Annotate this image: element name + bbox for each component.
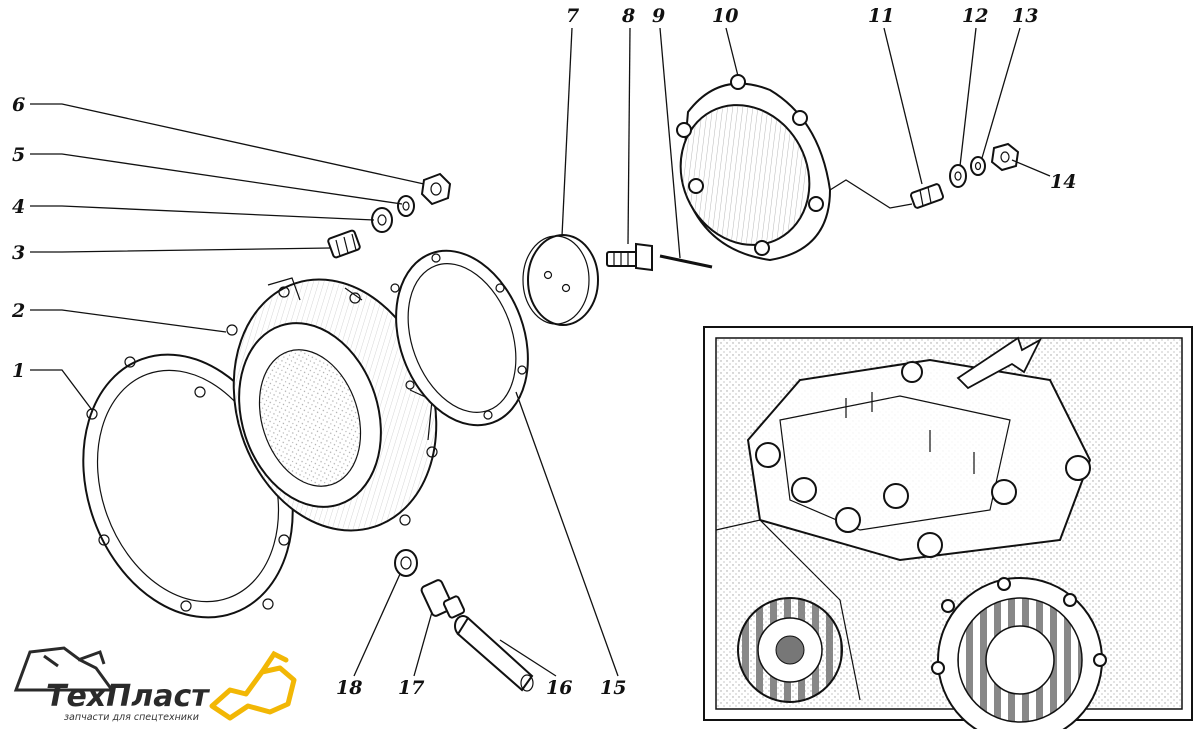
excavator-icon (209, 665, 297, 721)
pipe-part-16 (454, 615, 534, 692)
lock-washer-part-5 (397, 195, 415, 217)
callout-12: 12 (962, 5, 988, 27)
arrow-icon (956, 336, 1043, 390)
housing-part-2 (226, 277, 438, 532)
callout-7: 7 (566, 5, 579, 27)
callout-numbers: 1 2 3 4 5 6 7 8 9 10 11 12 13 14 15 16 1… (11, 5, 1076, 699)
inset-assembly-view (703, 326, 1193, 729)
callout-5: 5 (12, 144, 25, 166)
callout-16: 16 (546, 677, 572, 699)
stud-part-11 (910, 183, 944, 209)
callout-18: 18 (336, 677, 362, 699)
callout-9: 9 (652, 5, 665, 27)
fitting-part-17 (420, 579, 466, 619)
callout-8: 8 (621, 5, 635, 27)
stud-part-3 (327, 229, 361, 259)
callout-14: 14 (1050, 171, 1076, 193)
washer-part-12 (949, 164, 967, 188)
callout-15: 15 (600, 677, 626, 699)
callout-3: 3 (12, 242, 25, 264)
plug-disc-part-7 (522, 234, 599, 326)
leader-lines (30, 27, 1051, 677)
gasket-part-15 (390, 249, 529, 427)
callout-6: 6 (12, 94, 25, 116)
callout-4: 4 (12, 196, 25, 218)
nut-part-6 (420, 172, 452, 206)
brand-logo: ТехПласт запчасти для спецтехники (13, 646, 297, 723)
lock-washer-part-13 (970, 156, 986, 176)
washer-part-4 (371, 207, 393, 233)
callout-13: 13 (1012, 5, 1038, 27)
washer-part-18 (394, 549, 418, 577)
callout-2: 2 (11, 300, 25, 322)
callout-11: 11 (868, 5, 894, 27)
logo-name: ТехПласт (46, 679, 210, 714)
cover-part-10 (676, 74, 832, 262)
pin-part-9 (659, 254, 713, 269)
callout-17: 17 (398, 677, 424, 699)
callout-10: 10 (712, 5, 738, 27)
nut-part-14 (990, 142, 1020, 172)
callout-1: 1 (12, 360, 25, 382)
logo-tagline: запчасти для спецтехники (64, 712, 199, 723)
bolt-part-8 (606, 242, 653, 272)
cover-to-stud-leader (829, 179, 913, 209)
